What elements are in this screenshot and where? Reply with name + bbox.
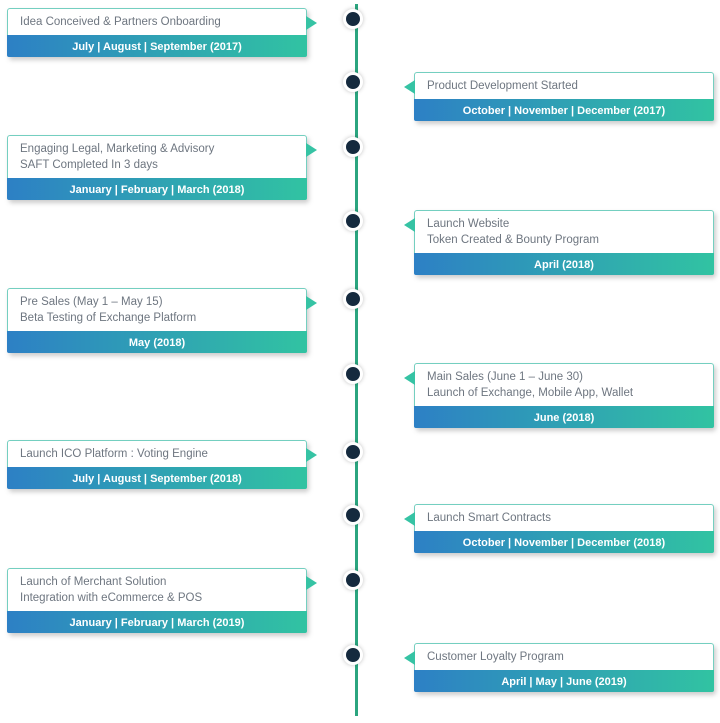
timeline-dot [343,72,363,92]
milestone-subtitle: Beta Testing of Exchange Platform [20,312,197,324]
milestone-date-bar: April | May | June (2019) [414,670,714,692]
milestone-date: May (2018) [128,337,186,349]
milestone-subtitle: Launch of Exchange, Mobile App, Wallet [427,387,634,399]
timeline-dot [343,9,363,29]
milestone-body: Pre Sales (May 1 – May 15) Beta Testing … [8,289,306,331]
milestone-body: Product Development Started [415,73,713,99]
timeline-dot [343,442,363,462]
milestone-title: Launch Smart Contracts [427,512,552,524]
milestone-title: Engaging Legal, Marketing & Advisory [20,143,215,155]
milestone-date: January | February | March (2019) [69,617,245,629]
milestone-card-customer-loyalty: Customer Loyalty Program April | May | J… [404,643,714,692]
milestone-card-engaging-legal: Engaging Legal, Marketing & Advisory SAF… [7,135,317,200]
milestone-date-bar: June (2018) [414,406,714,428]
milestone-card-idea-conceived: Idea Conceived & Partners Onboarding Jul… [7,8,317,57]
milestone-date: April (2018) [534,259,594,271]
arrow-right-icon [306,448,317,462]
milestone-title: Launch Website [427,218,510,230]
milestone-body: Main Sales (June 1 – June 30) Launch of … [415,364,713,406]
milestone-title: Main Sales (June 1 – June 30) [427,371,583,383]
milestone-date-bar: April (2018) [414,253,714,275]
milestone-body: Launch ICO Platform : Voting Engine [8,441,306,467]
milestone-body: Idea Conceived & Partners Onboarding [8,9,306,35]
milestone-body: Launch Smart Contracts [415,505,713,531]
timeline-dot [343,645,363,665]
milestone-date: June (2018) [533,412,595,424]
milestone-title: Launch ICO Platform : Voting Engine [20,448,208,460]
milestone-date-bar: October | November | December (2018) [414,531,714,553]
milestone-date-bar: October | November | December (2017) [414,99,714,121]
timeline-dot [343,211,363,231]
milestone-title: Product Development Started [427,80,578,92]
milestone-card-ico-platform: Launch ICO Platform : Voting Engine July… [7,440,317,489]
milestone-subtitle: Token Created & Bounty Program [427,234,599,246]
arrow-left-icon [404,651,415,665]
milestone-date: July | August | September (2017) [72,41,242,53]
timeline-dot [343,289,363,309]
timeline-line [355,4,358,716]
milestone-body: Engaging Legal, Marketing & Advisory SAF… [8,136,306,178]
arrow-left-icon [404,80,415,94]
milestone-date: October | November | December (2017) [462,105,666,117]
milestone-title: Idea Conceived & Partners Onboarding [20,16,221,28]
arrow-right-icon [306,296,317,310]
milestone-card-merchant-solution: Launch of Merchant Solution Integration … [7,568,317,633]
milestone-body: Customer Loyalty Program [415,644,713,670]
milestone-date-bar: January | February | March (2018) [7,178,307,200]
timeline-dot [343,364,363,384]
arrow-right-icon [306,143,317,157]
milestone-card-pre-sales: Pre Sales (May 1 – May 15) Beta Testing … [7,288,317,353]
milestone-card-main-sales: Main Sales (June 1 – June 30) Launch of … [404,363,714,428]
milestone-date-bar: July | August | September (2018) [7,467,307,489]
milestone-card-product-development: Product Development Started October | No… [404,72,714,121]
timeline-dot [343,505,363,525]
timeline-dot [343,570,363,590]
milestone-date-bar: May (2018) [7,331,307,353]
milestone-date-bar: January | February | March (2019) [7,611,307,633]
milestone-card-launch-website: Launch Website Token Created & Bounty Pr… [404,210,714,275]
milestone-date: April | May | June (2019) [501,676,627,688]
milestone-date: January | February | March (2018) [69,184,245,196]
milestone-date-bar: July | August | September (2017) [7,35,307,57]
milestone-date: July | August | September (2018) [72,473,242,485]
milestone-card-smart-contracts: Launch Smart Contracts October | Novembe… [404,504,714,553]
milestone-subtitle: SAFT Completed In 3 days [20,159,158,171]
milestone-date: October | November | December (2018) [462,537,666,549]
milestone-title: Pre Sales (May 1 – May 15) [20,296,163,308]
arrow-left-icon [404,512,415,526]
arrow-left-icon [404,371,415,385]
arrow-right-icon [306,16,317,30]
milestone-body: Launch Website Token Created & Bounty Pr… [415,211,713,253]
milestone-title: Customer Loyalty Program [427,651,564,663]
arrow-left-icon [404,218,415,232]
milestone-body: Launch of Merchant Solution Integration … [8,569,306,611]
milestone-subtitle: Integration with eCommerce & POS [20,592,203,604]
arrow-right-icon [306,576,317,590]
milestone-title: Launch of Merchant Solution [20,576,167,588]
timeline-dot [343,137,363,157]
